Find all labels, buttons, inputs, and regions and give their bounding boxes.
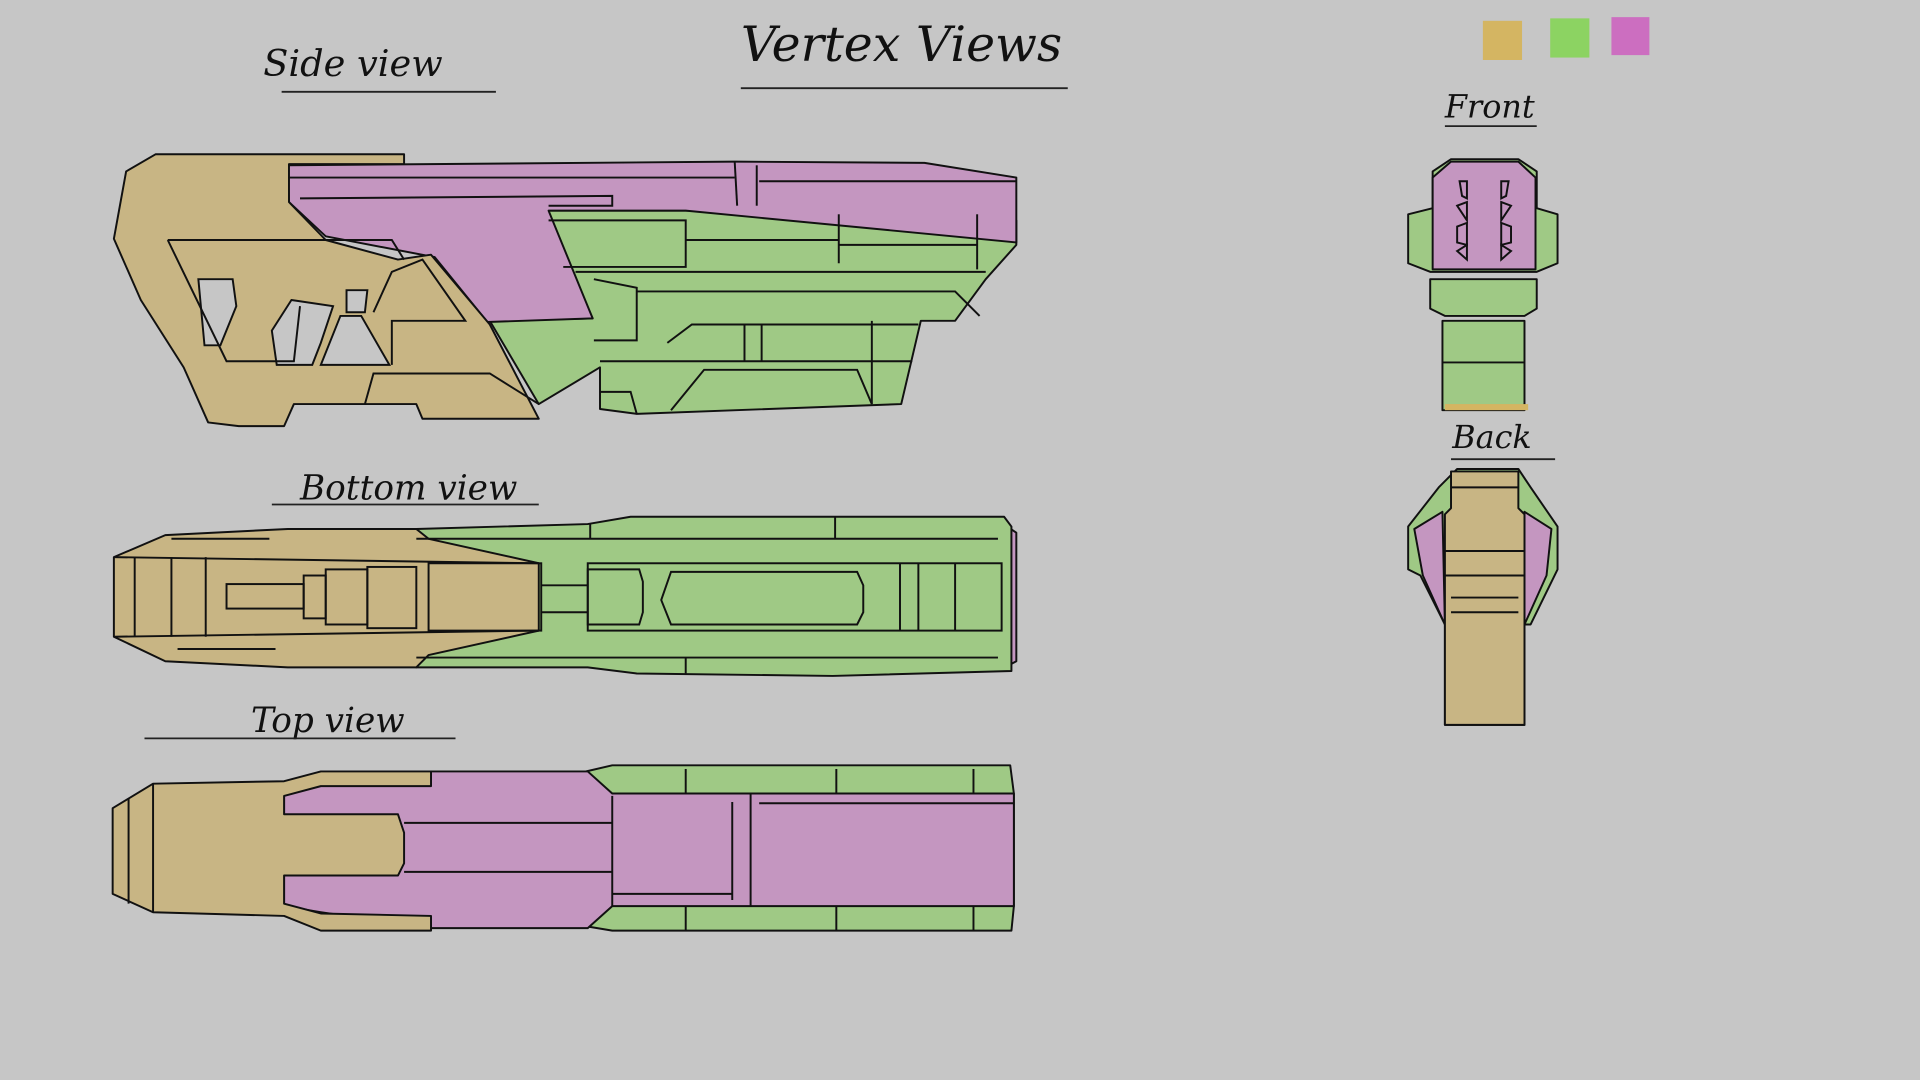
svg-text:Side view: Side view — [263, 42, 442, 85]
top-view-drawing — [111, 764, 1015, 932]
svg-text:Bottom view: Bottom view — [299, 469, 517, 509]
front-view-drawing — [1407, 158, 1559, 412]
side-view-label: Side view — [263, 42, 496, 93]
swatch-tan[interactable] — [1482, 20, 1523, 60]
swatch-green[interactable] — [1550, 18, 1590, 58]
top-view-label: Top view — [144, 701, 456, 741]
title-text: Vertex Views — [741, 16, 1062, 73]
bottom-view-label: Bottom view — [271, 469, 539, 509]
side-view-drawing — [112, 153, 1018, 428]
bottom-view-drawing — [112, 515, 1018, 677]
color-palette — [1482, 17, 1650, 60]
svg-text:Front: Front — [1444, 88, 1535, 126]
front-view-label: Front — [1444, 88, 1537, 128]
svg-text:Top view: Top view — [251, 701, 405, 741]
back-view-drawing — [1407, 468, 1559, 726]
swatch-purple[interactable] — [1611, 17, 1650, 56]
svg-text:Back: Back — [1451, 418, 1531, 456]
page-title: Vertex Views — [740, 16, 1068, 90]
back-view-label: Back — [1451, 418, 1556, 461]
